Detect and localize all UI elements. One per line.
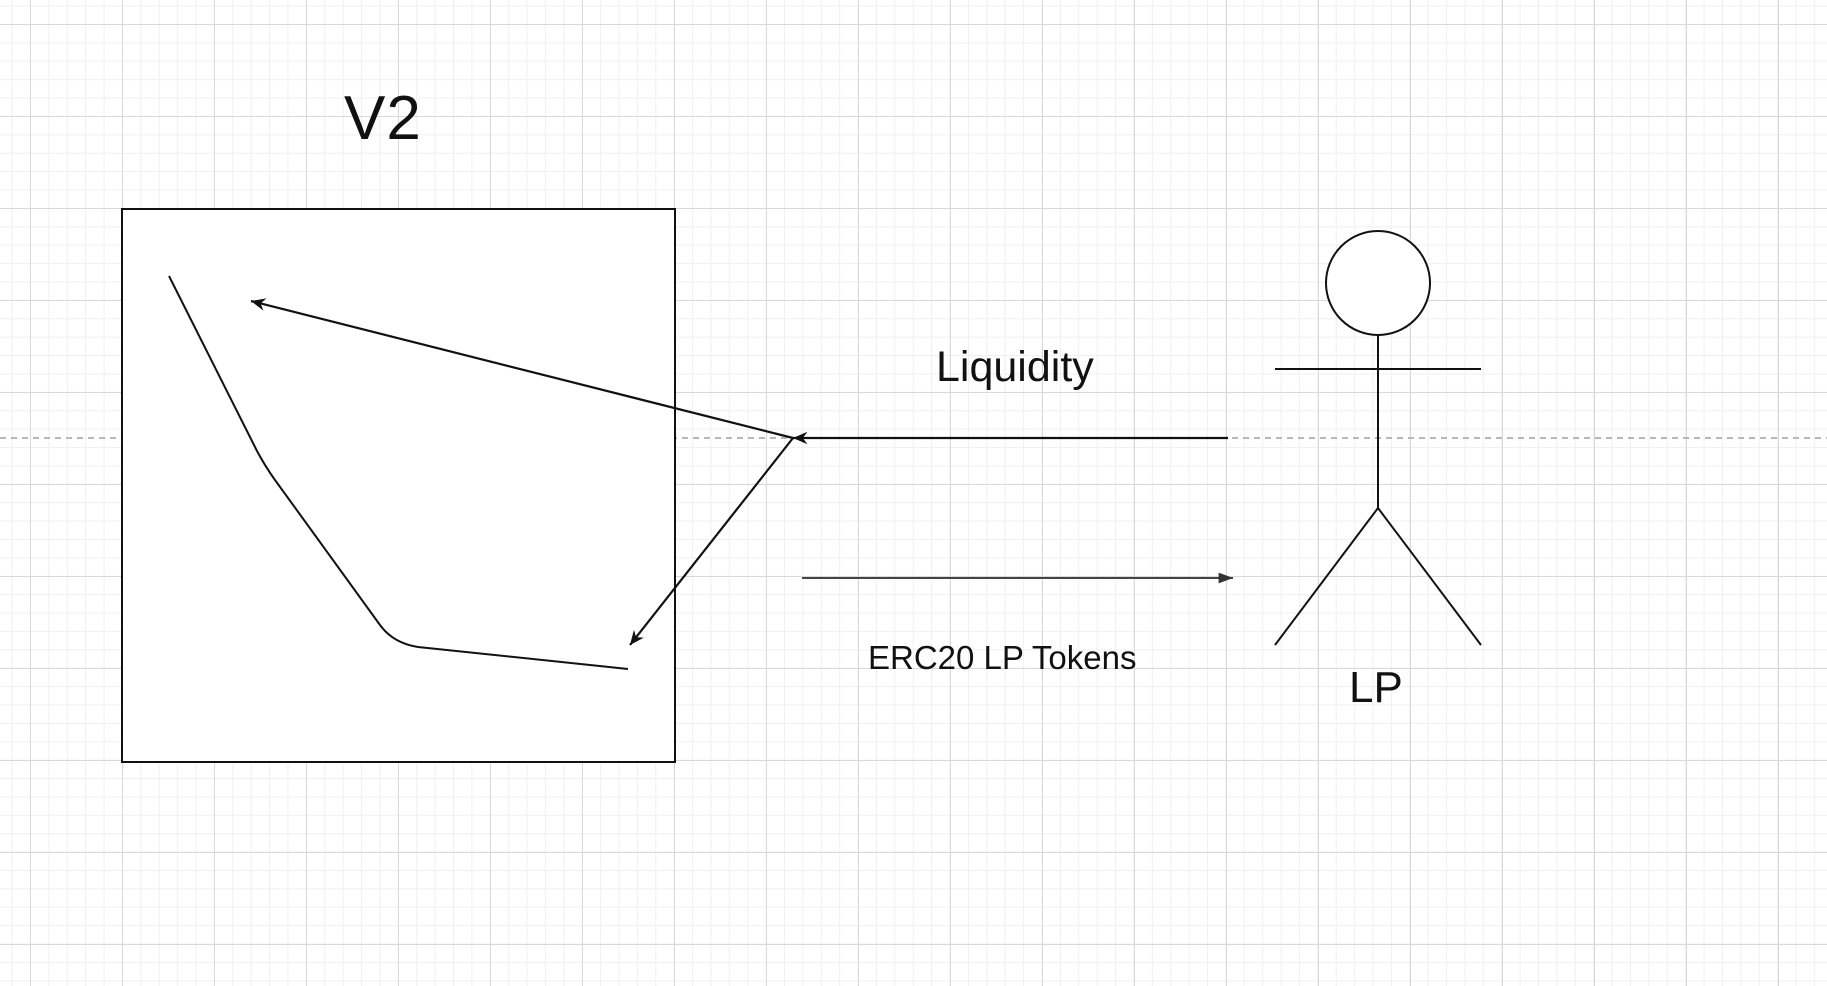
diagram-title: V2	[344, 84, 422, 153]
actor-left-leg	[1274, 507, 1379, 646]
lp-tokens-label: ERC20 LP Tokens	[868, 639, 1137, 676]
v2-pool-box[interactable]	[121, 208, 676, 763]
liquidity-label: Liquidity	[936, 343, 1094, 391]
actor-label: LP	[1349, 663, 1403, 712]
stick-figure-icon[interactable]	[1274, 230, 1482, 646]
liquidity-arrow-to-curve-bottom[interactable]	[629, 437, 794, 646]
liquidity-arrow-to-curve-top[interactable]	[250, 298, 794, 440]
actor-right-leg	[1377, 507, 1482, 646]
actor-head	[1325, 230, 1431, 336]
liquidity-curve-icon	[168, 275, 629, 670]
